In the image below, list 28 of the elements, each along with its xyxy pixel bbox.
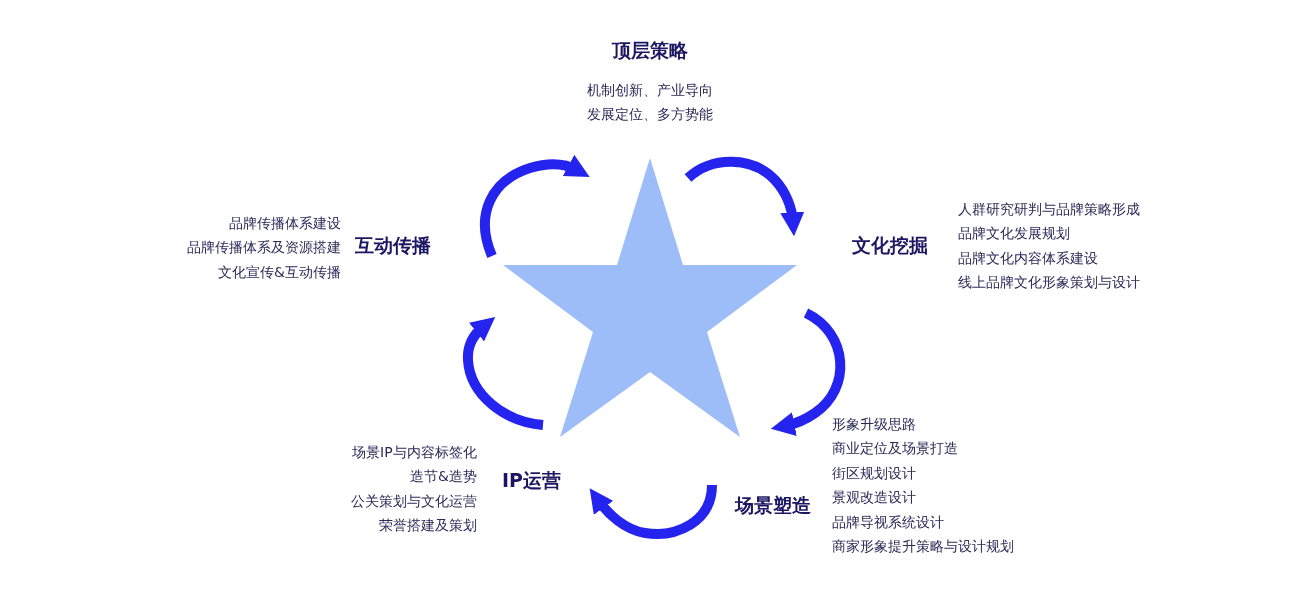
list-item: 品牌传播体系及资源搭建 xyxy=(187,238,341,258)
list-item: 公关策划与文化运营 xyxy=(351,491,477,511)
curved-arrow xyxy=(684,156,804,237)
list-item: 线上品牌文化形象策划与设计 xyxy=(958,273,1140,293)
list-item: 形象升级思路 xyxy=(832,415,916,434)
heading: 顶层策略 xyxy=(612,38,688,62)
curved-arrow xyxy=(462,316,544,430)
list-item: 机制创新、产业导向 xyxy=(587,81,713,100)
list-item: 造节&造势 xyxy=(410,467,477,487)
curved-arrow xyxy=(480,155,590,258)
list-item: 商业定位及场景打造 xyxy=(832,439,958,459)
heading: 互动传播 xyxy=(355,233,431,257)
list-item: 品牌传播体系建设 xyxy=(229,214,341,233)
curved-arrow xyxy=(770,308,846,436)
list-item: 人群研究研判与品牌策略形成 xyxy=(958,200,1140,219)
list-item: 景观改造设计 xyxy=(832,488,916,508)
list-item: 品牌文化内容体系建设 xyxy=(958,248,1098,268)
list-item: 品牌导视系统设计 xyxy=(832,512,944,532)
heading: IP运营 xyxy=(502,468,561,492)
list-item: 商家形象提升策略与设计规划 xyxy=(832,537,1014,556)
list-item: 街区规划设计 xyxy=(832,463,916,483)
heading: 场景塑造 xyxy=(735,493,811,517)
heading: 文化挖掘 xyxy=(852,233,928,257)
list-item: 文化宣传&互动传播 xyxy=(218,262,341,282)
list-item: 荣誉搭建及策划 xyxy=(379,516,477,536)
list-item: 品牌文化发展规划 xyxy=(958,224,1070,244)
list-item: 场景IP与内容标签化 xyxy=(352,443,477,462)
list-item: 发展定位、多方势能 xyxy=(587,105,713,125)
